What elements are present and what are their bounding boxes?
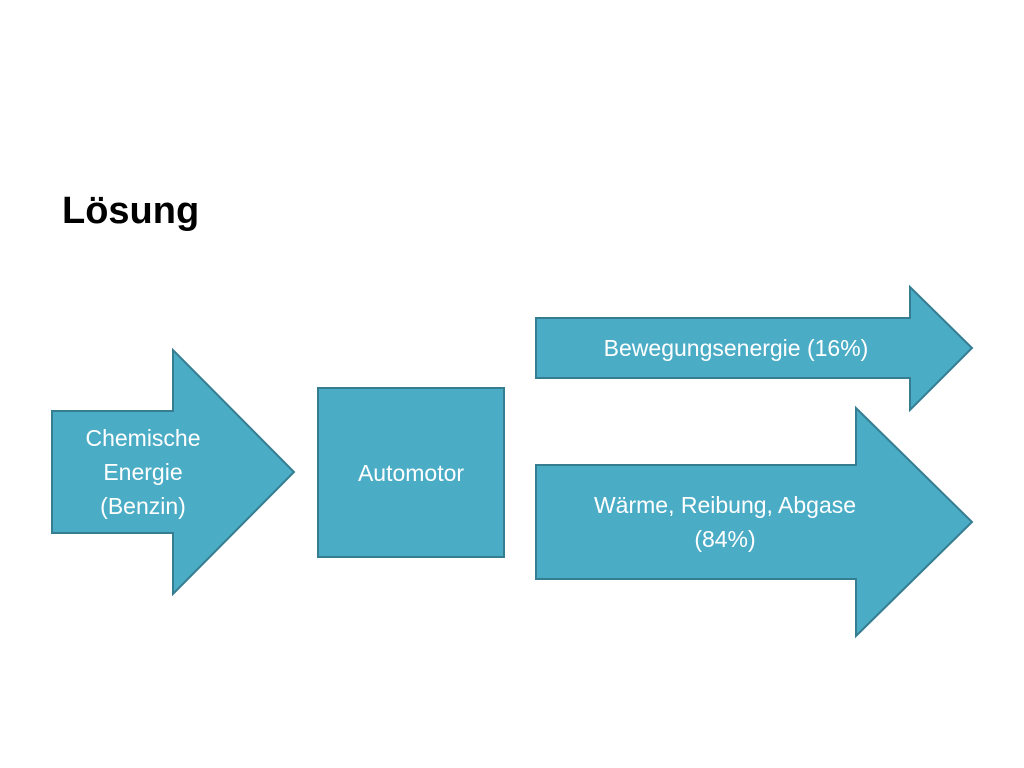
input-arrow-label-line-1: Chemische — [85, 425, 201, 451]
input-arrow-label: Chemische Energie (Benzin) — [56, 411, 230, 533]
loss-output-label-line-2: (84%) — [694, 526, 756, 552]
engine-box-label-text: Automotor — [357, 459, 465, 486]
input-arrow-shape — [51, 347, 296, 597]
loss-output-arrow-shape — [535, 405, 974, 639]
loss-output-label: Wärme, Reibung, Abgase (84%) — [536, 465, 914, 579]
input-arrow-label-line-2: Energie — [103, 459, 183, 485]
input-arrow-label-line-3: (Benzin) — [100, 493, 186, 519]
useful-output-label-text: Bewegungsenergie (16%) — [603, 335, 869, 361]
useful-output-arrow-shape — [535, 284, 974, 413]
engine-box-shape — [317, 387, 505, 558]
loss-output-label-line-1: Wärme, Reibung, Abgase — [593, 492, 857, 518]
useful-output-label: Bewegungsenergie (16%) — [536, 318, 936, 378]
engine-box-label: Automotor — [318, 388, 504, 557]
slide-title: Lösung — [62, 190, 200, 232]
